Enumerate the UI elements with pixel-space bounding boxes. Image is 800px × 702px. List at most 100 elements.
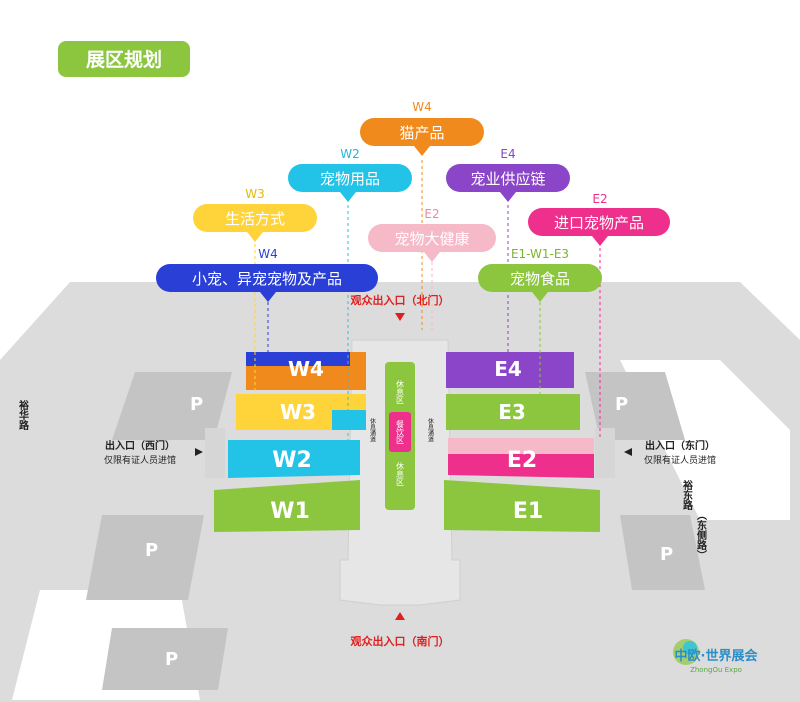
hall-w2-label: W2 (272, 448, 312, 473)
south-entrance-label: 观众出入口（南门） (351, 634, 450, 648)
parking-label: P (615, 394, 628, 415)
east-entrance-label: 出入口（东门） (645, 439, 715, 452)
hall-e1-label: E1 (513, 499, 543, 524)
hall-e4-label: E4 (494, 357, 522, 381)
west-halls: W1 W2 W3 W4 (214, 352, 366, 532)
logo-text: 中欧·世界展会 (675, 648, 759, 664)
callout-pointer (340, 192, 356, 202)
entrances: 观众出入口（北门） 观众出入口（南门） 出入口（西门） 仅限有证人员进馆 出入口… (104, 293, 716, 648)
callout-label: 宠物用品 (320, 170, 380, 188)
callout-w4-small-pets: W4 小宠、异宠宠物及产品 (156, 247, 378, 302)
callout-food: E1-W1-E3 宠物食品 (478, 247, 602, 302)
dining-zone-label: 餐饮区 (396, 420, 405, 444)
title-badge (58, 41, 190, 77)
callout-pointer (592, 236, 608, 246)
building: 休息区 餐饮区 休息区 休息通道 休息通道 (205, 339, 615, 606)
logo-subtext: ZhongOu Expo (690, 666, 742, 674)
callout-label: 宠物食品 (510, 270, 570, 288)
hall-w4-accent (246, 352, 350, 366)
callout-pill (193, 204, 317, 232)
parking-label: P (660, 544, 673, 565)
parking-lot (102, 628, 228, 690)
page-title: 展区规划 (86, 48, 162, 71)
parking-lot (112, 372, 232, 440)
callout-code: W3 (245, 187, 265, 201)
east-entrance-arrow (624, 448, 632, 456)
west-gate-block (205, 428, 225, 478)
hall-e1-shape (444, 480, 600, 532)
hall-e2-accent (448, 438, 594, 454)
parking-label: P (165, 649, 178, 670)
parking-lot (585, 372, 685, 440)
callout-code: E4 (500, 147, 515, 161)
callout-pill (368, 224, 496, 252)
road-label-west: 裕华路 (17, 399, 30, 431)
callout-code: E1-W1-E3 (511, 247, 569, 261)
hall-e2-label: E2 (507, 448, 537, 473)
callout-label: 猫产品 (399, 124, 444, 142)
east-entrance-note: 仅限有证人员进馆 (644, 454, 716, 466)
header-badge: 展区规划 (58, 41, 190, 77)
callout-code: E2 (592, 192, 607, 206)
hall-w4-label: W4 (288, 357, 324, 381)
callout-code: W2 (340, 147, 360, 161)
callout-pill (360, 118, 484, 146)
callout-w2-supplies: W2 宠物用品 (288, 147, 412, 202)
parking-label: P (145, 540, 158, 561)
callout-label: 进口宠物产品 (554, 214, 644, 232)
hall-w3-label: W3 (280, 400, 316, 424)
parking-lot (620, 515, 705, 590)
road-label-east: 裕东路 (681, 479, 694, 511)
callout-label: 生活方式 (225, 210, 285, 228)
west-entrance-label: 出入口（西门） (105, 439, 175, 452)
expo-logo: 中欧·世界展会 ZhongOu Expo (673, 639, 758, 674)
parking-label: P (190, 394, 203, 415)
east-gate-block (595, 428, 615, 478)
callout-pointer (414, 146, 430, 156)
callout-pill (528, 208, 670, 236)
callouts: W4 猫产品 W2 宠物用品 E4 宠业供应链 W3 生活方式 E2 宠 (156, 100, 670, 302)
hall-e3-shape (446, 394, 580, 430)
west-entrance-arrow (195, 448, 203, 456)
rest-zone-bottom-label: 休息区 (396, 461, 405, 486)
west-entrance-note: 仅限有证人员进馆 (104, 454, 176, 466)
callout-code: E2 (424, 207, 439, 221)
parking-lots: P P P P P (86, 372, 705, 690)
callout-label: 小宠、异宠宠物及产品 (192, 270, 342, 288)
road-label-east-sub: （东侧路） (695, 510, 708, 560)
callout-pill (478, 264, 602, 292)
callout-pointer (247, 232, 263, 242)
callout-w4-cat: W4 猫产品 (360, 100, 484, 156)
callout-pill (288, 164, 412, 192)
callout-code: W4 (258, 247, 278, 261)
dining-zone (389, 412, 411, 452)
callout-pill (156, 264, 378, 292)
callout-pointer (500, 192, 516, 202)
callout-w3-lifestyle: W3 生活方式 (193, 187, 317, 242)
rest-zone-top-label: 休息区 (396, 379, 405, 404)
callout-e2-import: E2 进口宠物产品 (528, 192, 670, 246)
east-halls: E1 E2 E3 E4 (444, 352, 600, 532)
callout-pointer (424, 252, 440, 262)
south-entrance-arrow (395, 612, 405, 620)
callout-pill (446, 164, 570, 192)
north-entrance-arrow (395, 313, 405, 321)
hall-w3-accent (332, 410, 366, 430)
hall-e3-label: E3 (498, 400, 526, 424)
callout-label: 宠业供应链 (470, 170, 545, 188)
globe-icon-detail (683, 641, 697, 655)
callout-label: 宠物大健康 (394, 230, 469, 248)
hall-w1-shape (214, 480, 360, 532)
hall-e4-shape (446, 352, 574, 388)
west-passage-label: 休息通道 (369, 417, 376, 443)
hall-w1-label: W1 (270, 499, 310, 524)
callout-code: W4 (412, 100, 432, 114)
callout-pointer (260, 292, 276, 302)
callout-pointer (532, 292, 548, 302)
east-passage-label: 休息通道 (427, 417, 434, 443)
parking-lot (86, 515, 204, 600)
callout-e4-supply-chain: E4 宠业供应链 (446, 147, 570, 202)
north-entrance-label: 观众出入口（北门） (351, 293, 450, 307)
